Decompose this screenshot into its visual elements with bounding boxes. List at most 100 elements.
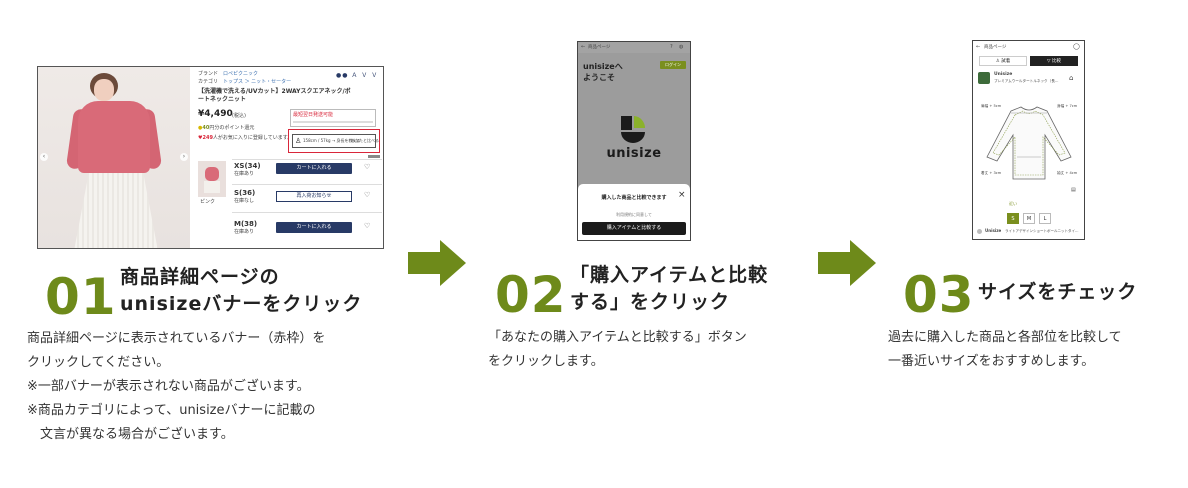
- back-arrow-icon[interactable]: ←: [976, 44, 981, 50]
- skirt-shape: [74, 171, 158, 248]
- favorite-heart-icon[interactable]: ♡: [364, 163, 371, 171]
- back-label[interactable]: 商品ページ: [984, 45, 1007, 50]
- tab-tryon-label: 試着: [1001, 59, 1011, 64]
- step1-number: 01: [45, 268, 117, 326]
- price: ¥4,490: [198, 109, 233, 119]
- brand-label: ブランド: [198, 71, 219, 77]
- unisize-banner[interactable]: ♙ 158cm / 57kg → 身長を教える あなたと比べる: [292, 134, 379, 148]
- size-name: XS(34): [234, 162, 261, 170]
- size-option-s[interactable]: S: [1007, 213, 1019, 224]
- item-name: プレミアムウールタートルネック（長…: [994, 79, 1059, 83]
- photo-next-icon[interactable]: ›: [180, 153, 188, 161]
- banner-link[interactable]: あなたと比べる: [351, 138, 379, 143]
- person-icon: ♙: [295, 137, 302, 145]
- brand-link[interactable]: ロペピクニック: [223, 71, 259, 77]
- size-name: M(38): [234, 220, 258, 228]
- color-swatch-thumb[interactable]: [198, 161, 226, 197]
- shirt-icon: ▽: [1047, 59, 1052, 64]
- favorite-heart-icon[interactable]: ♡: [364, 191, 371, 199]
- tab-compare[interactable]: ▽ 比較: [1030, 56, 1078, 66]
- divider: [232, 159, 382, 160]
- login-button[interactable]: ログイン: [660, 61, 686, 69]
- step3-description: 過去に購入した商品と各部位を比較して 一番近いサイズをおすすめします。: [888, 326, 1122, 374]
- desc-line: 「あなたの購入アイテムと比較する」ボタン: [488, 330, 747, 345]
- thumb-top-shape: [205, 167, 219, 181]
- add-to-cart-button[interactable]: カートに入れる: [276, 222, 352, 233]
- globe-icon[interactable]: ◍: [679, 44, 684, 50]
- close-icon[interactable]: ×: [678, 190, 686, 200]
- measure-sleeve: 袖丈 + 4cm: [1057, 171, 1078, 175]
- help-icon[interactable]: ?: [670, 44, 673, 50]
- unisize-banner-highlight[interactable]: ♙ 158cm / 57kg → 身長を教える あなたと比べる: [288, 129, 380, 153]
- measure-shoulder: 肩幅 + 5cm: [981, 104, 1002, 108]
- brand-logo-icon: ●● Ａ Ｖ Ｖ: [336, 72, 379, 79]
- product-photo: ‹ ›: [38, 67, 190, 248]
- footer-brand: Unisize: [985, 228, 1002, 233]
- footer-avatar: [977, 229, 982, 234]
- account-icon[interactable]: ◯: [1073, 43, 1080, 50]
- unisize-logo-icon: [620, 115, 646, 143]
- step2-title-line1: 「購入アイテムと比較: [570, 264, 769, 286]
- item-thumbnail: [978, 72, 990, 84]
- back-arrow-icon[interactable]: ←: [581, 44, 586, 50]
- measure-length: 着丈 + 3cm: [981, 171, 1002, 175]
- restock-notify-button[interactable]: 再入荷お知らせ: [276, 191, 352, 202]
- points-row: ●40円分のポイント還元: [198, 125, 255, 131]
- desc-line: 文言が異なる場合がございます。: [27, 427, 234, 442]
- tax-note: (税込): [232, 113, 246, 119]
- favorites-text: 人がお気に入りに登録しています。: [212, 135, 293, 141]
- desc-line: をクリックします。: [488, 354, 604, 369]
- sheet-title: 購入した商品と比較できます: [601, 195, 667, 201]
- banner-text: 158cm / 57kg → 身長を教える: [303, 138, 361, 143]
- footer-text: ライトアデザインショートボールニットタイ…: [1005, 229, 1079, 233]
- add-to-cart-button[interactable]: カートに入れる: [276, 163, 352, 174]
- step1-title-line2: unisizeバナーをクリック: [120, 293, 363, 315]
- size-option-m[interactable]: M: [1023, 213, 1035, 224]
- divider: [232, 184, 382, 185]
- desc-line: 一番近いサイズをおすすめします。: [888, 354, 1095, 369]
- notice-line: [293, 121, 373, 123]
- tab-tryon[interactable]: ♙ 試着: [979, 56, 1027, 66]
- measure-width: 身幅 + 7cm: [1057, 104, 1078, 108]
- step2-title-line2: する」をクリック: [570, 291, 731, 313]
- category-link[interactable]: トップス ＞ ニット・セーター: [223, 79, 292, 85]
- step2-number: 02: [495, 266, 567, 324]
- unisize-logo-text: unisize: [606, 146, 662, 161]
- desc-line: ※一部バナーが表示されない商品がございます。: [27, 379, 310, 394]
- size-option-l[interactable]: L: [1039, 213, 1051, 224]
- garment-overlay-diagram: [981, 97, 1077, 187]
- back-label[interactable]: 商品ページ: [588, 45, 611, 50]
- photo-prev-icon[interactable]: ‹: [40, 153, 48, 161]
- sheet-subtext: 利用規約に同意して: [616, 212, 652, 217]
- step2-unisize-modal-screenshot: ← 商品ページ ? ◍ unisizeへ ようこそ ログイン unisize 購…: [577, 41, 691, 241]
- size-stock: 在庫あり: [234, 171, 255, 177]
- desc-line: 商品詳細ページに表示されているバナー（赤枠）を: [27, 331, 326, 346]
- desc-line: クリックしてください。: [27, 355, 170, 370]
- points-value: 40: [202, 125, 210, 131]
- step1-description: 商品詳細ページに表示されているバナー（赤枠）を クリックしてください。 ※一部バ…: [27, 327, 325, 447]
- color-label: ピンク: [200, 199, 216, 205]
- step3-number: 03: [903, 266, 975, 324]
- arrow-right-icon: [818, 240, 876, 286]
- person-icon: ♙: [995, 59, 1002, 64]
- size-name: S(36): [234, 189, 256, 197]
- favorites-row: ♥249人がお気に入りに登録しています。: [198, 135, 293, 141]
- divider: [232, 212, 382, 213]
- desc-line: 過去に購入した商品と各部位を比較して: [888, 330, 1122, 345]
- arrow-right-icon: [408, 240, 466, 286]
- step2-description: 「あなたの購入アイテムと比較する」ボタン をクリックします。: [488, 326, 747, 374]
- greeting-line1: unisizeへ: [583, 62, 623, 71]
- favorite-heart-icon[interactable]: ♡: [364, 222, 371, 230]
- desc-line: ※商品カテゴリによって、unisizeバナーに記載の: [27, 403, 316, 418]
- compare-purchased-button[interactable]: 購入アイテムと比較する: [582, 222, 686, 235]
- pink-knit-shape: [78, 101, 150, 173]
- bottom-sheet: 購入した商品と比較できます × 利用規約に同意して 購入アイテムと比較する: [578, 184, 690, 240]
- tab-compare-label: 比較: [1051, 59, 1061, 64]
- item-brand: Unisize: [994, 72, 1013, 77]
- favorites-value: 249: [202, 135, 213, 141]
- size-stock: 在庫なし: [234, 198, 255, 204]
- top-bar: ← 商品ページ ? ◍: [578, 42, 690, 53]
- ruler-icon[interactable]: ▤: [1071, 187, 1076, 193]
- recommend-label: 近い: [1009, 201, 1017, 206]
- hanger-icon: ⌂: [1069, 74, 1074, 82]
